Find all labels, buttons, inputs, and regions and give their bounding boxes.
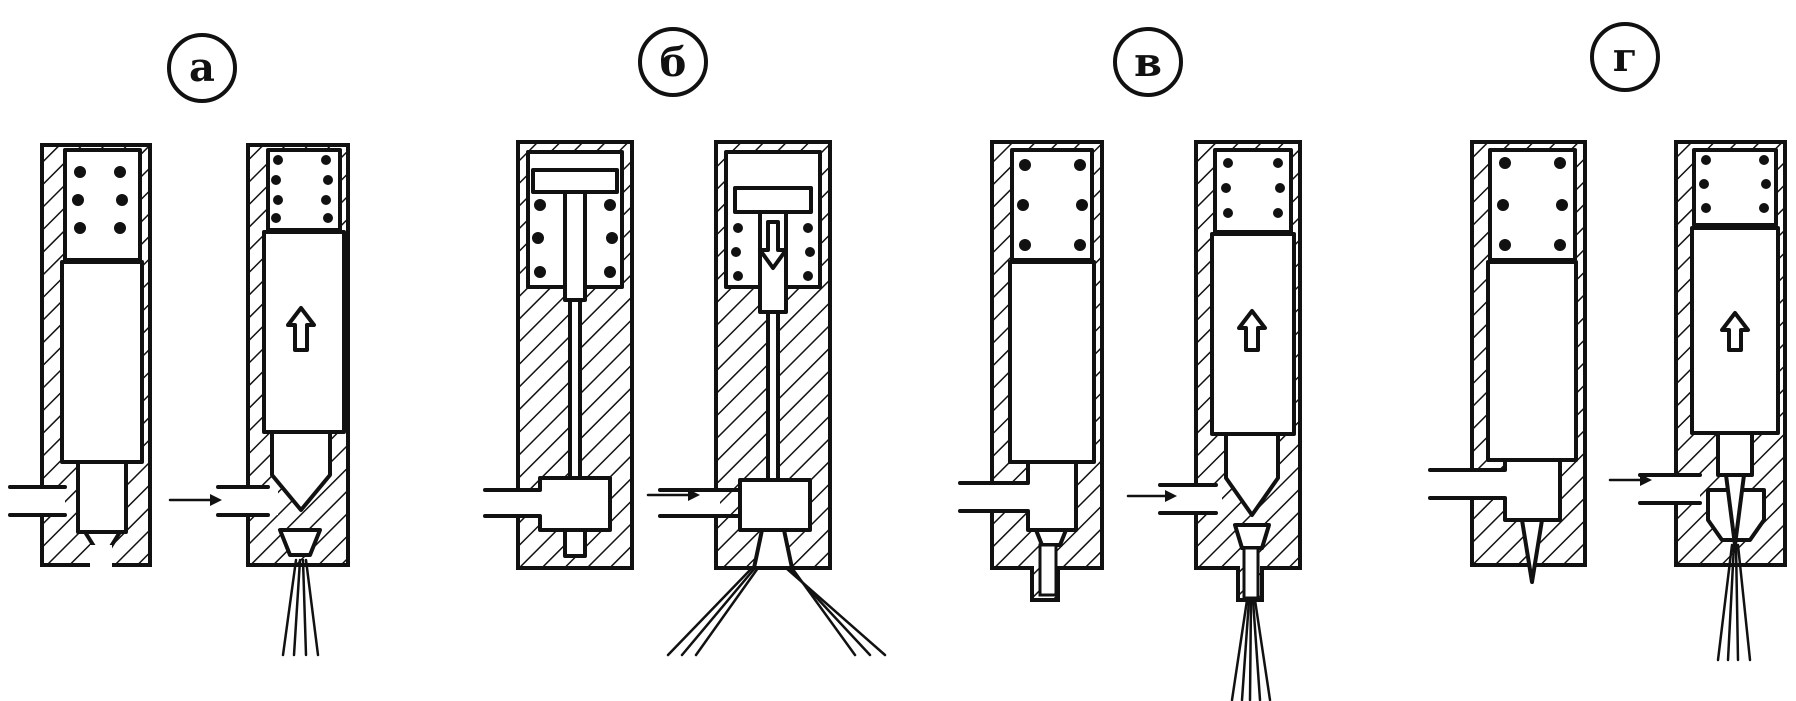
- panel-a-label: а: [167, 33, 237, 103]
- up-arrow-icon: [1237, 309, 1267, 352]
- panel-c-letter: в: [1134, 39, 1162, 86]
- nozzle-b-closed: [483, 140, 634, 570]
- flow-arrow-icon: [1126, 490, 1177, 502]
- nozzle-c-open: [1126, 140, 1302, 701]
- panel-b-label: б: [638, 27, 708, 97]
- spray-jet-c: [1230, 598, 1272, 701]
- panel-d-letter: г: [1613, 34, 1638, 81]
- panel-d: г: [1428, 22, 1787, 662]
- spray-jet-a: [281, 558, 320, 657]
- flow-arrow-icon: [1608, 474, 1652, 486]
- spring-a-open: [271, 155, 333, 223]
- flow-arrow-icon: [168, 494, 222, 506]
- spring-d-closed: [1497, 157, 1568, 251]
- spring-a-closed: [72, 166, 128, 234]
- spray-jet-d: [1716, 543, 1752, 662]
- down-arrow-icon: [758, 220, 788, 270]
- spring-c-closed: [1017, 159, 1088, 251]
- panel-a-letter: а: [189, 44, 215, 91]
- up-arrow-icon: [1720, 311, 1750, 352]
- spring-d-open: [1699, 155, 1771, 213]
- nozzle-b-open: [646, 140, 887, 657]
- spring-b-open: [731, 223, 815, 281]
- spring-c-open: [1221, 158, 1285, 218]
- panel-b: б: [483, 27, 887, 657]
- nozzle-a-closed: [8, 143, 152, 567]
- flow-arrow-icon: [646, 489, 700, 501]
- panel-c: в: [958, 27, 1302, 701]
- nozzle-d-closed: [1428, 140, 1587, 584]
- panel-c-label: в: [1113, 27, 1183, 97]
- panel-a: а: [8, 33, 350, 657]
- spring-b-closed: [532, 199, 618, 278]
- nozzle-d-open: [1608, 140, 1787, 662]
- up-arrow-icon: [286, 306, 316, 352]
- nozzle-a-open: [168, 143, 350, 657]
- nozzle-c-closed: [958, 140, 1104, 602]
- panel-b-letter: б: [660, 39, 687, 86]
- panel-d-label: г: [1590, 22, 1660, 92]
- spray-jet-b: [666, 566, 887, 657]
